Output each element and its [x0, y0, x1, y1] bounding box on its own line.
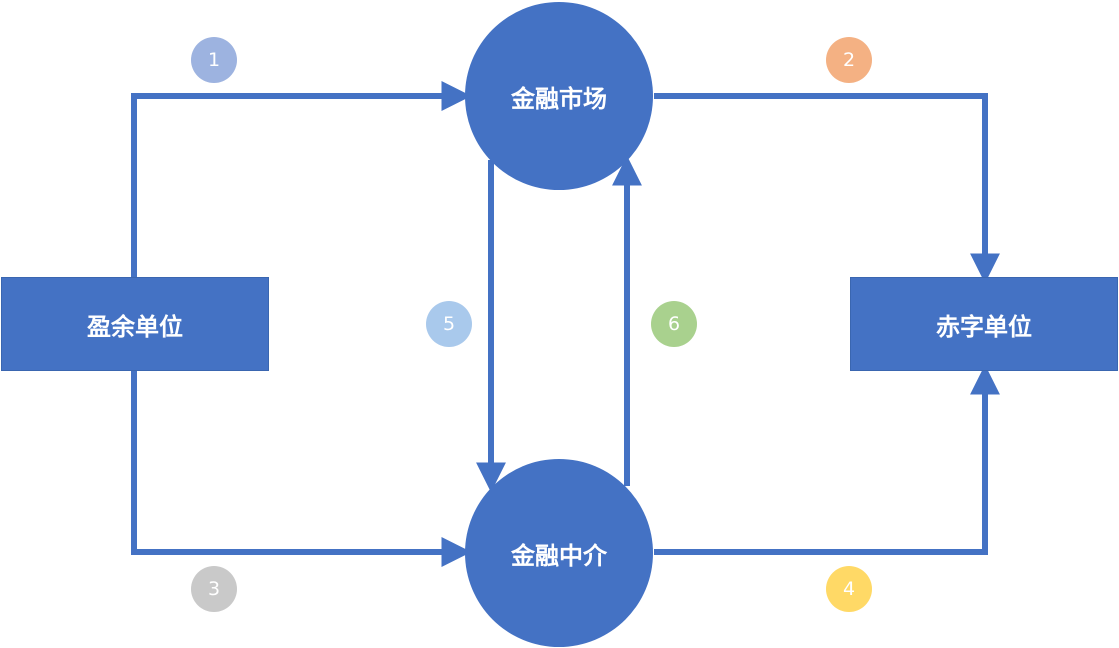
financial-market-label: 金融市场: [511, 84, 607, 113]
arrow-surplus-to-intermediary: [131, 370, 472, 567]
deficit-unit-label: 赤字单位: [936, 312, 1032, 341]
step-badge-1: 1: [191, 37, 237, 83]
step-badge-5: 5: [426, 301, 472, 347]
step-badge-2: 2: [826, 37, 872, 83]
financial-intermediary-label: 金融中介: [511, 541, 607, 570]
arrow-intermediary-to-deficit: [654, 364, 1000, 555]
financial-intermediary-node: 金融中介: [465, 459, 653, 647]
arrow-market-to-deficit: [654, 93, 1000, 284]
surplus-unit-box: 盈余单位: [1, 277, 269, 371]
deficit-unit-box: 赤字单位: [850, 277, 1118, 371]
step-badge-4: 4: [826, 566, 872, 612]
financial-market-node: 金融市场: [465, 2, 653, 190]
surplus-unit-label: 盈余单位: [87, 312, 183, 341]
step-badge-6: 6: [651, 301, 697, 347]
step-badge-3: 3: [191, 566, 237, 612]
arrow-surplus-to-market: [131, 81, 472, 278]
